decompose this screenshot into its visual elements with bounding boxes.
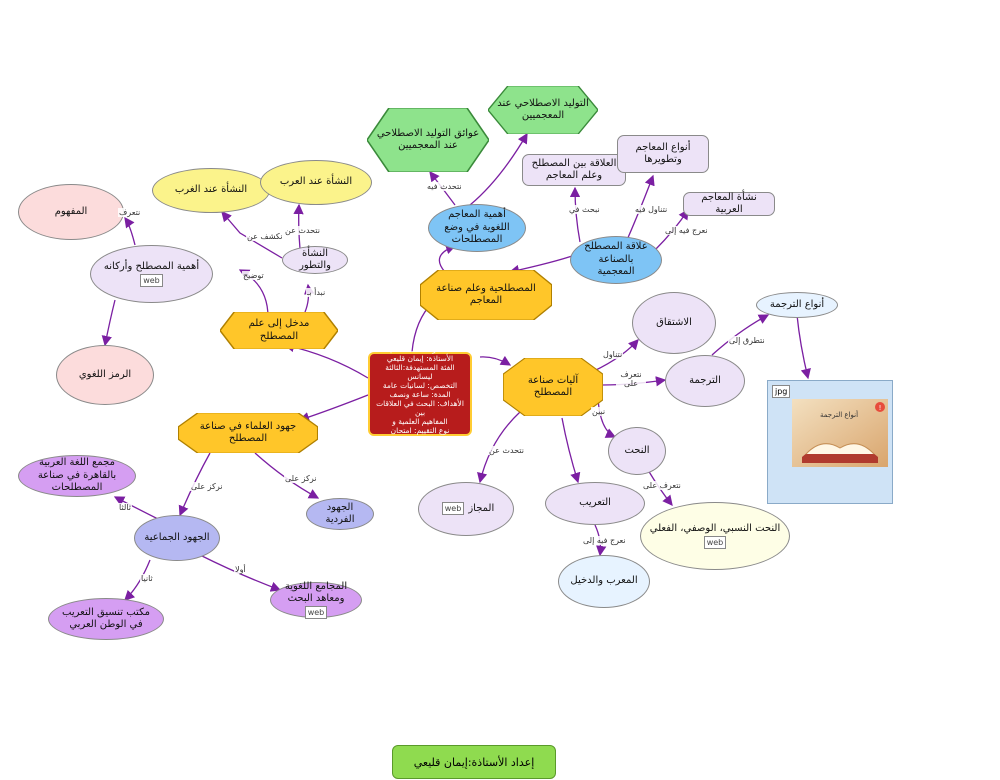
node-cairo[interactable]: مجمع اللغة العربية بالقاهرة في صناعة الم… [18,455,136,497]
node-generation[interactable]: التوليد الاصطلاحي عند المعجميين [488,86,598,134]
node-derivation[interactable]: الاشتقاق [632,292,716,354]
web-link-icon[interactable]: web [140,273,163,287]
image-attachment[interactable]: jpg ! أنواع الترجمة [767,380,893,504]
center-line: نوع التقييم: امتحان نظري+تطبيقي [390,425,450,444]
link-label: نتعرف على [642,481,682,490]
link-label: نركز على [190,482,224,491]
node-intro[interactable]: مدخل إلى علم المصطلح [220,312,338,349]
jpg-badge: jpg [772,385,791,398]
link-label: نركز على [284,474,318,483]
node-west[interactable]: النشأة عند الغرب [152,168,270,213]
node-dict-origin[interactable]: نشأة المعاجم العربية [683,192,775,216]
node-loanwords[interactable]: المعرب والدخيل [558,555,650,608]
node-efforts[interactable]: جهود العلماء في صناعة المصطلح [178,413,318,453]
node-concept[interactable]: المفهوم [18,184,124,240]
link-label: نعرج فيه إلى [664,226,709,235]
link-label: ثانيا [140,574,154,583]
book-title: أنواع الترجمة [820,411,859,419]
center-line: المدة: ساعة ونصف [389,389,451,399]
link-label: نبين [591,407,607,416]
link-label: ثالثا [118,503,132,512]
center-line: التخصص: لسانيات عامة [382,380,458,390]
node-label: النحت النسبي، الوصفي، الفعلي [649,523,781,534]
node-individual[interactable]: الجهود الفردية [306,498,374,530]
link-label: نتطرق إلى [728,336,766,345]
node-metaphor[interactable]: المجازweb [418,482,514,536]
center-node[interactable]: محاضرات المصطلحية الأستاذة: إيمان قليعي … [368,345,472,444]
link-label: نتحدث فيه [426,182,463,191]
link-label: نتعرف [118,208,142,217]
node-carving[interactable]: النحت [608,427,666,475]
web-link-icon[interactable]: web [441,502,465,516]
center-line: المفاهيم العلمية و [392,416,448,426]
link-label: نتحدث عن [488,446,525,455]
node-importance[interactable]: أهمية المصطلح وأركانهweb [90,245,213,303]
link-label: نتحدث عن [284,226,321,235]
node-relation[interactable]: علاقة المصطلح بالصناعة المعجمية [570,236,662,284]
node-arabs[interactable]: النشأة عند العرب [260,160,372,205]
link-label: نتناول فيه [634,205,669,214]
node-origin[interactable]: النشأة والتطور [282,246,348,274]
link-label: نتعرف على [616,370,646,388]
node-dict-role[interactable]: أهمية المعاجم اللغوية في وضع المصطلحات [428,204,526,252]
link-label: نتناول [602,350,624,359]
node-symbol[interactable]: الرمز اللغوي [56,345,154,405]
node-trans-types[interactable]: أنواع الترجمة [756,292,838,318]
center-line: محاضرات المصطلحية [385,344,455,354]
node-arabization[interactable]: التعريب [545,482,645,525]
center-line: الفئة المستهدفة:الثالثة ليسانس [385,362,455,381]
node-collective[interactable]: الجهود الجماعية [134,515,220,561]
node-label: أهمية المصطلح وأركانه [103,261,200,272]
author-footer: إعداد الأستاذة:إيمان قليعي [392,745,556,779]
center-line: الأهداف: البحث في العلاقات بين [376,398,464,417]
link-label: نبدأ بـ [306,288,327,297]
node-terminology[interactable]: المصطلحية وعلم صناعة المعاجم [420,270,552,320]
link-label: نعرج فيه إلى [582,536,627,545]
link-label: نكشف عن [246,232,284,241]
link-label: نبحث في [568,205,601,214]
web-link-icon[interactable]: web [703,535,727,549]
node-mechanisms[interactable]: آليات صناعة المصطلح [503,358,603,416]
svg-text:!: ! [879,404,882,412]
node-obstacles[interactable]: عوائق التوليد الاصطلاحي عند المعجميين [367,108,489,172]
node-rel-term[interactable]: العلاقة بين المصطلح وعلم المعاجم [522,154,626,186]
node-office[interactable]: مكتب تنسيق التعريب في الوطن العربي [48,598,164,640]
node-carving-types[interactable]: النحت النسبي، الوصفي، الفعليweb [640,502,790,570]
node-label: المجامع اللغوية ومعاهد البحث [284,580,348,605]
node-academies[interactable]: المجامع اللغوية ومعاهد البحثweb [270,580,362,619]
node-dict-types[interactable]: أنواع المعاجم وتطويرها [617,135,709,173]
book-image-icon: ! [792,399,888,467]
link-label: أولا [234,565,247,574]
center-line: الأستاذة: إيمان قليعي [386,353,454,363]
node-translation[interactable]: الترجمة [665,355,745,407]
link-label: توضيح [242,271,265,280]
node-label: المجاز [468,503,495,515]
web-link-icon[interactable]: web [304,605,328,619]
